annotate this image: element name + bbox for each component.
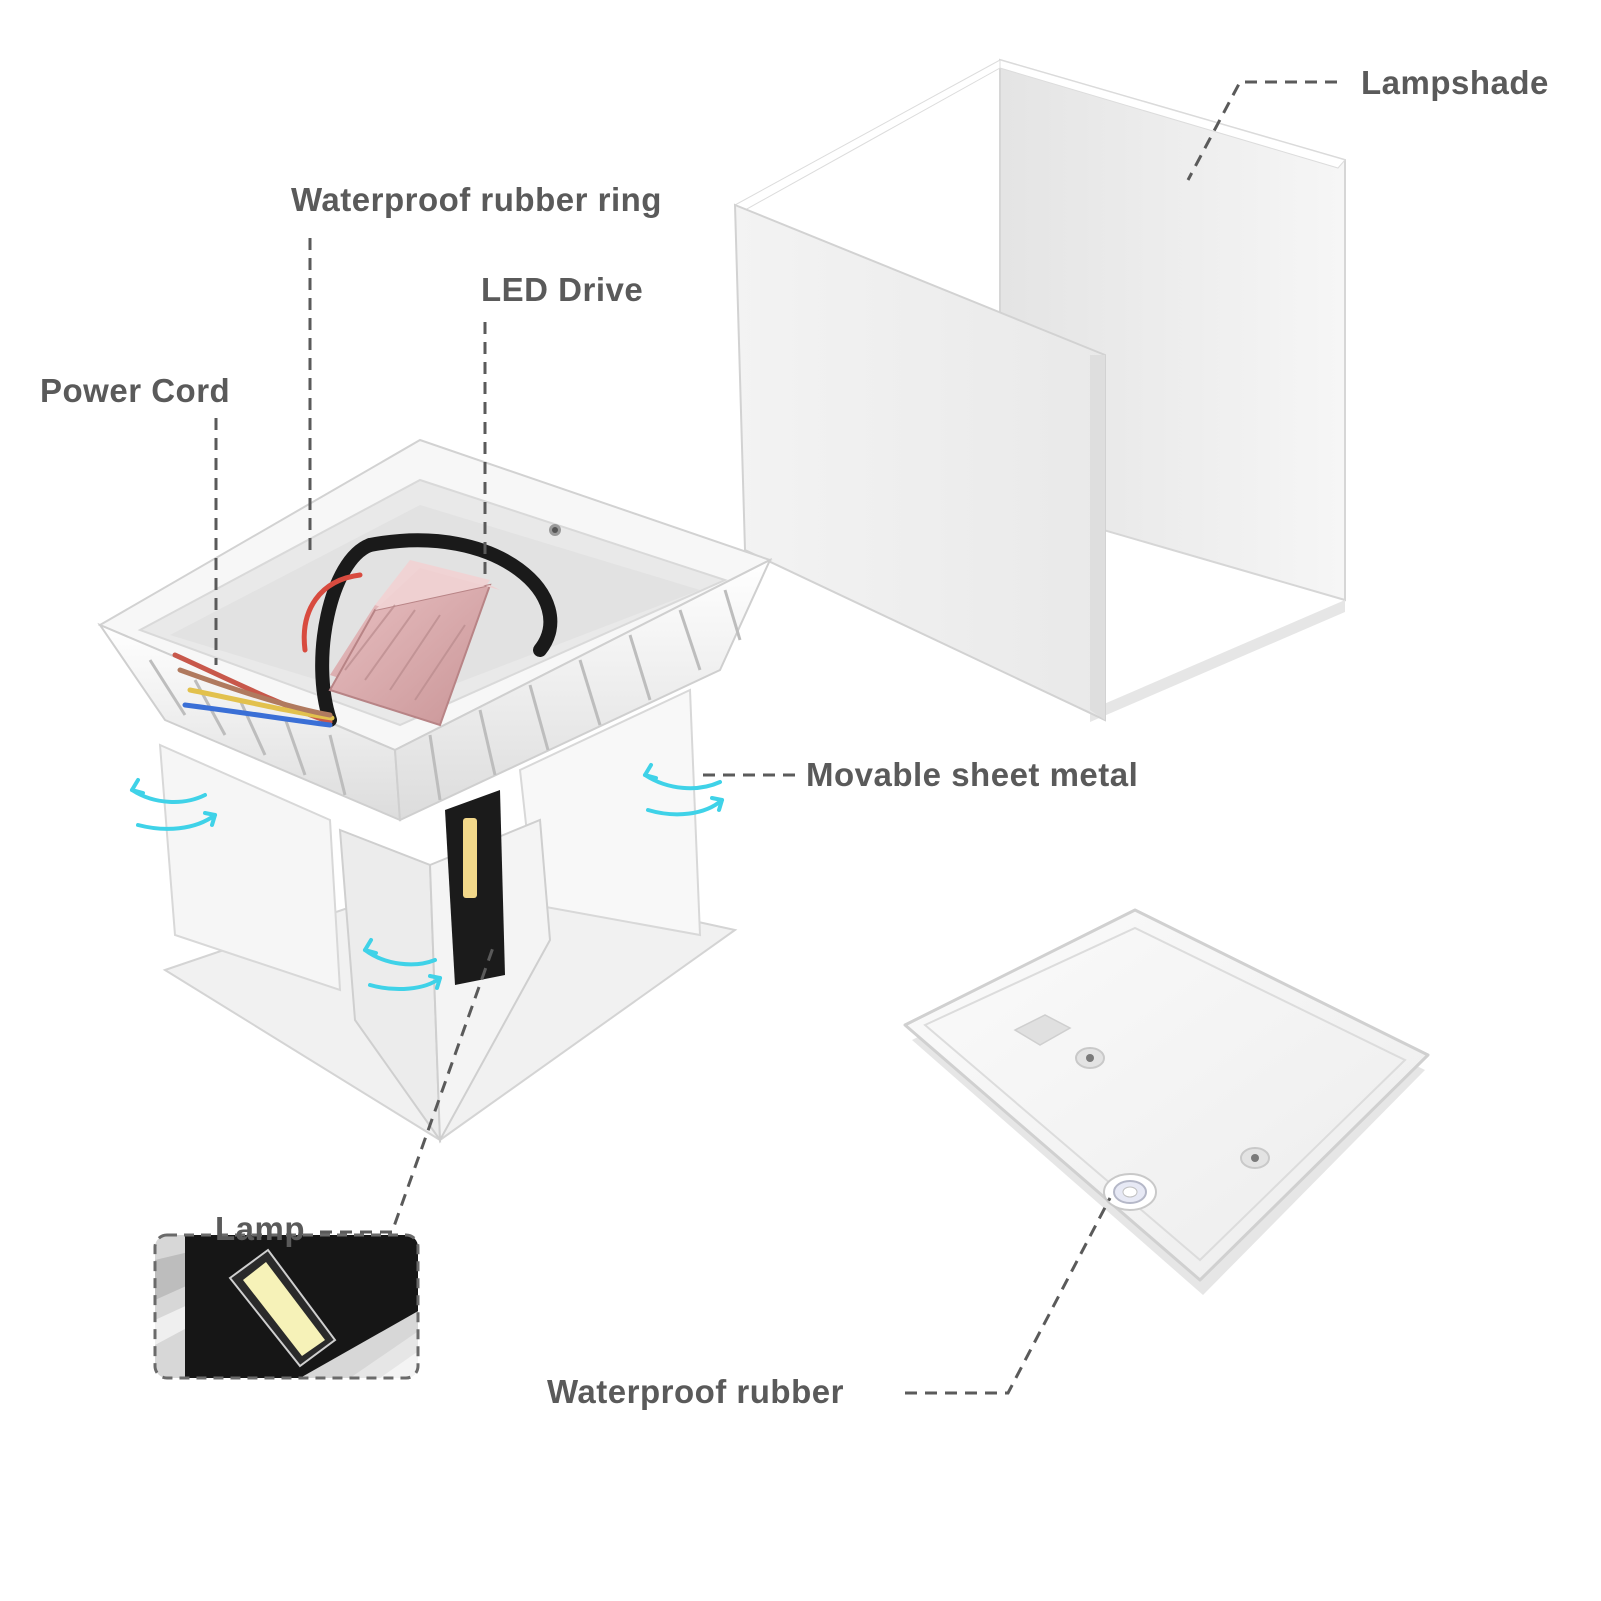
label-power-cord: Power Cord xyxy=(40,372,231,409)
back-plate-part xyxy=(903,908,1430,1295)
rotation-arrows xyxy=(130,763,724,991)
label-waterproof-rubber-ring: Waterproof rubber ring xyxy=(291,181,662,218)
leader-line-lamp xyxy=(320,941,497,1234)
label-led-drive: LED Drive xyxy=(481,271,644,308)
lampshade-part xyxy=(733,58,1346,722)
lamp-body-part xyxy=(97,438,773,1144)
label-movable-sheet-metal: Movable sheet metal xyxy=(806,756,1139,793)
leader-lines xyxy=(214,80,1337,1395)
lamp-detail-inset xyxy=(153,1233,420,1380)
leader-line-waterproof-rubber xyxy=(905,1197,1112,1395)
label-lampshade: Lampshade xyxy=(1361,64,1549,101)
label-lamp: Lamp xyxy=(215,1210,306,1247)
label-waterproof-rubber: Waterproof rubber xyxy=(547,1373,844,1410)
leader-line-lampshade xyxy=(1186,80,1337,181)
